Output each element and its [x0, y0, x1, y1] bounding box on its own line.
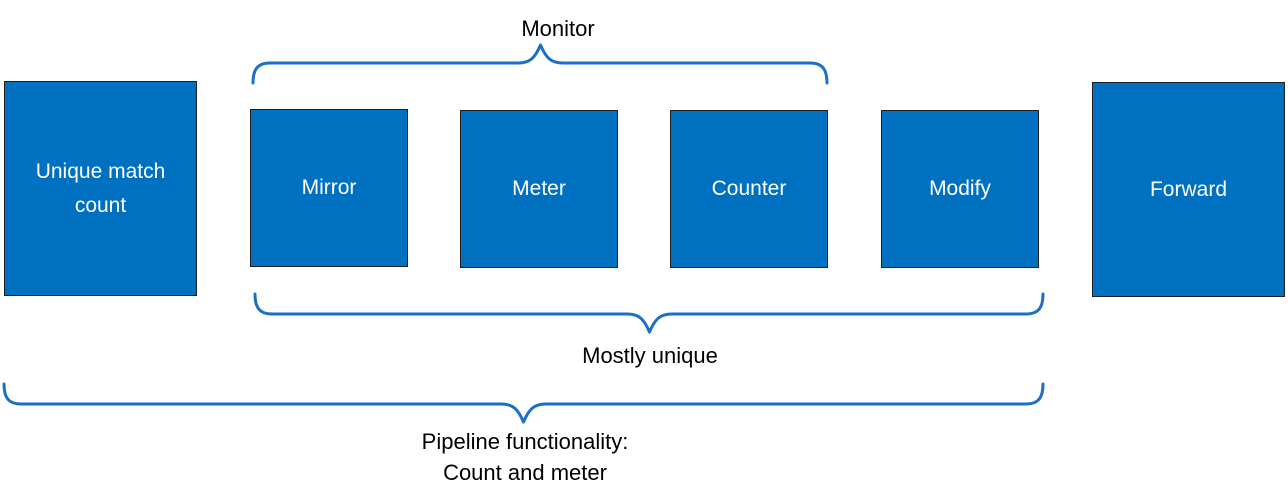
- box-forward: Forward: [1092, 82, 1285, 297]
- box-unique-match-count: Unique match count: [4, 81, 197, 296]
- pipeline-functionality-line2: Count and meter: [443, 460, 607, 485]
- mostly-unique-brace: [253, 292, 1045, 334]
- monitor-brace: [251, 43, 829, 85]
- pipeline-brace: [2, 382, 1045, 424]
- box-mirror-label: Mirror: [301, 176, 357, 200]
- box-unique-match-count-label: Unique match count: [35, 159, 166, 217]
- box-forward-label: Forward: [1149, 177, 1228, 201]
- box-modify-label: Modify: [929, 177, 991, 201]
- box-mirror: Mirror: [250, 109, 408, 267]
- box-modify: Modify: [881, 110, 1039, 268]
- pipeline-functionality-line1: Pipeline functionality:: [421, 429, 629, 454]
- box-counter-label: Counter: [711, 177, 787, 201]
- box-meter: Meter: [460, 110, 618, 268]
- monitor-label: Monitor: [521, 16, 595, 41]
- box-counter: Counter: [670, 110, 828, 268]
- box-meter-label: Meter: [512, 177, 566, 201]
- mostly-unique-label: Mostly unique: [582, 343, 718, 368]
- pipeline-functionality-label: Pipeline functionality: Count and meter: [422, 426, 629, 488]
